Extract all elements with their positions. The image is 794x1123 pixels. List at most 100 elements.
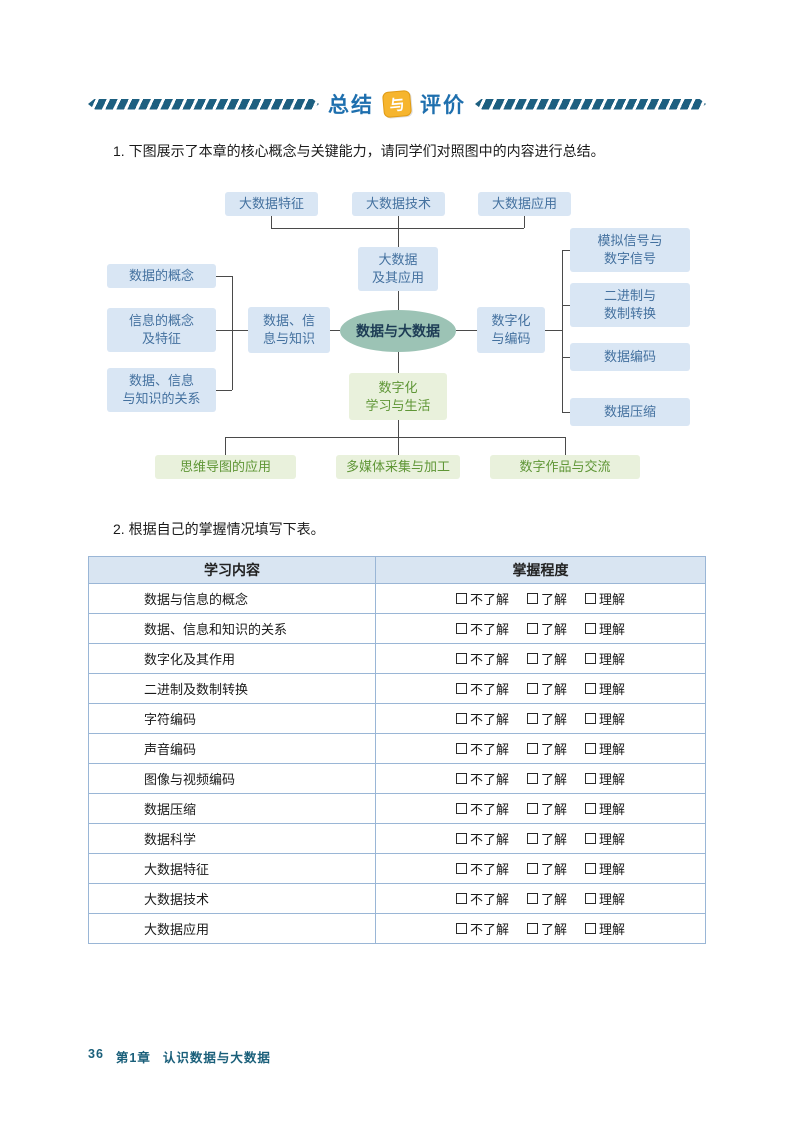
checkbox-icon[interactable] (526, 593, 538, 604)
checkbox-icon[interactable] (585, 773, 596, 784)
checkbox-icon[interactable] (455, 623, 467, 634)
checkbox-icon[interactable] (455, 743, 467, 754)
wave-decoration-left-icon (88, 98, 319, 110)
checkbox-icon[interactable] (526, 893, 538, 904)
option-understood[interactable]: 了解 (526, 829, 567, 848)
option-label: 理解 (599, 592, 626, 607)
checkbox-icon[interactable] (526, 713, 538, 724)
option-understood[interactable]: 了解 (526, 859, 567, 878)
option-understood[interactable]: 了解 (526, 589, 567, 608)
option-comprehended[interactable]: 理解 (585, 829, 625, 848)
checkbox-icon[interactable] (526, 623, 538, 634)
checkbox-icon[interactable] (585, 833, 596, 844)
option-label: 理解 (599, 862, 626, 877)
option-comprehended[interactable]: 理解 (585, 649, 625, 668)
option-understood[interactable]: 了解 (526, 709, 567, 728)
option-label: 不了解 (469, 802, 509, 817)
option-not-understood[interactable]: 不了解 (455, 919, 509, 938)
option-comprehended[interactable]: 理解 (585, 889, 625, 908)
option-comprehended[interactable]: 理解 (585, 589, 625, 608)
option-not-understood[interactable]: 不了解 (455, 739, 509, 758)
option-label: 不了解 (469, 832, 509, 847)
option-comprehended[interactable]: 理解 (585, 619, 625, 638)
checkbox-icon[interactable] (455, 593, 467, 604)
checkbox-icon[interactable] (585, 623, 596, 634)
option-label: 了解 (540, 772, 567, 787)
option-not-understood[interactable]: 不了解 (455, 829, 509, 848)
option-comprehended[interactable]: 理解 (585, 859, 625, 878)
option-label: 了解 (540, 682, 567, 697)
option-comprehended[interactable]: 理解 (585, 679, 625, 698)
option-understood[interactable]: 了解 (526, 769, 567, 788)
checkbox-icon[interactable] (585, 803, 596, 814)
option-understood[interactable]: 了解 (526, 799, 567, 818)
checkbox-icon[interactable] (526, 743, 538, 754)
option-label: 理解 (599, 922, 626, 937)
option-not-understood[interactable]: 不了解 (455, 799, 509, 818)
option-not-understood[interactable]: 不了解 (455, 649, 509, 668)
checkbox-icon[interactable] (585, 653, 596, 664)
option-label: 不了解 (469, 772, 509, 787)
option-label: 不了解 (469, 652, 509, 667)
connector-line (216, 276, 232, 277)
table-header-row: 学习内容 掌握程度 (88, 556, 706, 584)
concept-map: 大数据特征 大数据技术 大数据应用 大数据 及其应用 数据与大数据 数据、信 息… (88, 185, 708, 485)
checkbox-icon[interactable] (585, 683, 596, 694)
checkbox-icon[interactable] (455, 683, 467, 694)
checkbox-icon[interactable] (585, 863, 596, 874)
option-not-understood[interactable]: 不了解 (455, 709, 509, 728)
option-not-understood[interactable]: 不了解 (455, 589, 509, 608)
checkbox-icon[interactable] (585, 893, 596, 904)
row-options-cell: 不了解 了解 理解 (375, 673, 706, 704)
option-understood[interactable]: 了解 (526, 679, 567, 698)
option-not-understood[interactable]: 不了解 (455, 769, 509, 788)
checkbox-icon[interactable] (585, 713, 596, 724)
checkbox-icon[interactable] (526, 683, 538, 694)
node-mindmap-application: 思维导图的应用 (155, 455, 296, 479)
checkbox-icon[interactable] (526, 653, 538, 664)
row-topic: 数据与信息的概念 (88, 583, 376, 614)
checkbox-icon[interactable] (455, 893, 467, 904)
checkbox-icon[interactable] (455, 713, 467, 724)
checkbox-icon[interactable] (455, 863, 467, 874)
title-word-evaluation: 评价 (420, 94, 466, 117)
checkbox-icon[interactable] (585, 923, 596, 934)
option-comprehended[interactable]: 理解 (585, 799, 625, 818)
checkbox-icon[interactable] (526, 773, 538, 784)
chapter-label: 第1章 (115, 1051, 151, 1065)
option-understood[interactable]: 了解 (526, 619, 567, 638)
checkbox-icon[interactable] (526, 803, 538, 814)
option-comprehended[interactable]: 理解 (585, 769, 625, 788)
checkbox-icon[interactable] (455, 923, 467, 934)
option-not-understood[interactable]: 不了解 (455, 859, 509, 878)
node-binary-conversion: 二进制与 数制转换 (570, 283, 690, 327)
option-label: 不了解 (469, 682, 509, 697)
option-understood[interactable]: 了解 (526, 889, 567, 908)
option-not-understood[interactable]: 不了解 (455, 619, 509, 638)
option-label: 不了解 (469, 922, 509, 937)
node-digitization-coding: 数字化 与编码 (477, 307, 545, 353)
checkbox-icon[interactable] (526, 833, 538, 844)
node-info-concept-features: 信息的概念 及特征 (107, 308, 216, 352)
checkbox-icon[interactable] (455, 653, 467, 664)
checkbox-icon[interactable] (455, 833, 467, 844)
checkbox-icon[interactable] (585, 593, 596, 604)
option-comprehended[interactable]: 理解 (585, 739, 625, 758)
option-understood[interactable]: 了解 (526, 739, 567, 758)
option-comprehended[interactable]: 理解 (585, 919, 625, 938)
checkbox-icon[interactable] (585, 743, 596, 754)
row-topic: 字符编码 (88, 703, 376, 734)
checkbox-icon[interactable] (526, 863, 538, 874)
checkbox-icon[interactable] (455, 803, 467, 814)
option-not-understood[interactable]: 不了解 (455, 889, 509, 908)
option-understood[interactable]: 了解 (526, 919, 567, 938)
checkbox-icon[interactable] (526, 923, 538, 934)
checkbox-icon[interactable] (455, 773, 467, 784)
instruction-2: 2. 根据自己的掌握情况填写下表。 (113, 521, 325, 537)
option-label: 不了解 (469, 592, 509, 607)
option-not-understood[interactable]: 不了解 (455, 679, 509, 698)
option-understood[interactable]: 了解 (526, 649, 567, 668)
option-comprehended[interactable]: 理解 (585, 709, 625, 728)
connector-line (232, 276, 233, 390)
row-topic: 大数据技术 (88, 883, 376, 914)
